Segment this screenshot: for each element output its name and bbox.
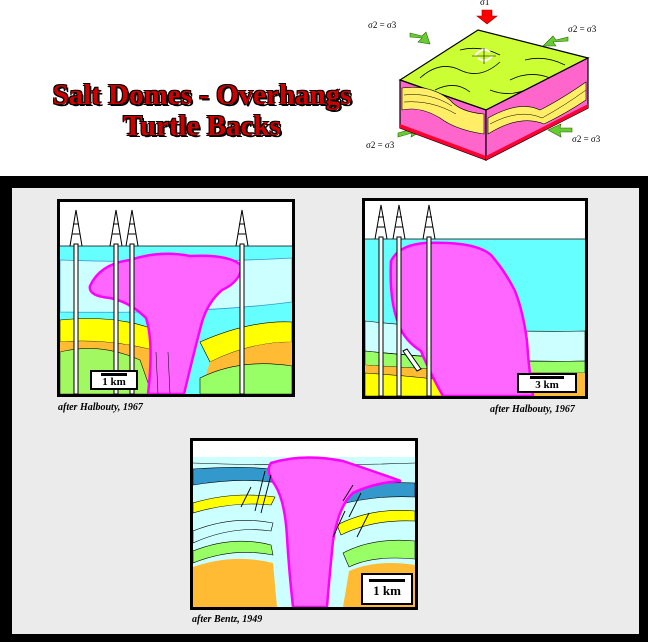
scale-bar-2-line	[530, 376, 564, 379]
cross-section-2-svg	[365, 201, 585, 396]
title-line-1: Salt Domes - Overhangs	[52, 79, 352, 111]
stress-label-top-right: σ2 = σ3	[568, 24, 597, 34]
scale-bar-2: 3 km	[517, 373, 577, 393]
stress-label-bottom-left: σ2 = σ3	[366, 140, 395, 150]
arrow-top-left-icon	[409, 31, 431, 45]
page-title: Salt Domes - Overhangs Turtle Backs	[18, 80, 386, 142]
stress-label-top-left: σ2 = σ3	[368, 20, 397, 30]
scale-bar-1-line	[100, 373, 128, 376]
cross-section-panel-2: 3 km	[362, 198, 588, 399]
scale-bar-2-label: 3 km	[535, 379, 559, 391]
sigma1-arrow-icon	[476, 9, 498, 25]
stress-label-bottom-right: σ2 = σ3	[572, 134, 601, 144]
arrow-bottom-right-icon	[547, 123, 573, 138]
cross-section-1-svg	[60, 202, 292, 394]
stress-block-diagram: σ1 σ2 = σ3 σ2 = σ3 σ2 = σ3 σ2 = σ3	[360, 0, 648, 172]
caption-panel-2: after Halbouty, 1967	[490, 404, 575, 415]
scale-bar-1-label: 1 km	[102, 376, 126, 388]
scale-bar-3-line	[369, 579, 405, 582]
stress-label-sigma1: σ1	[480, 0, 490, 7]
cross-section-panel-1: 1 km	[57, 199, 295, 397]
caption-panel-3: after Bentz, 1949	[192, 614, 263, 625]
stress-block-svg	[397, 9, 590, 161]
arrow-top-right-icon	[542, 35, 569, 47]
salt-dome-2	[389, 241, 535, 396]
scale-bar-3-label: 1 km	[373, 583, 401, 598]
cross-section-panel-3: 1 km	[190, 438, 418, 610]
scale-bar-1: 1 km	[90, 370, 138, 390]
caption-panel-1: after Halbouty, 1967	[58, 402, 143, 413]
scale-bar-3: 1 km	[361, 573, 413, 605]
title-line-2: Turtle Backs	[123, 110, 281, 142]
salt-dome-3	[267, 456, 402, 607]
